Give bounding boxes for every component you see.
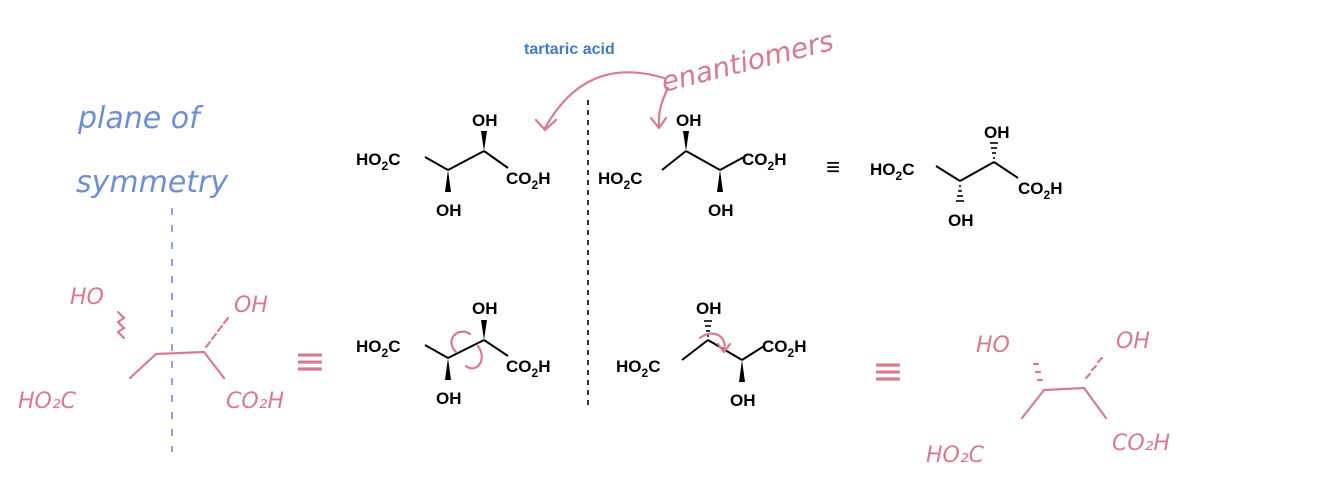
top-molecule-3: HO2C OH OH CO2H — [870, 123, 1062, 230]
hashed-bond — [1084, 356, 1104, 380]
equivalence-symbol: ≡ — [826, 154, 840, 181]
oh-label: OH — [436, 389, 462, 408]
hand-co2h-label: CO₂H — [226, 389, 284, 414]
oh-label: OH — [436, 201, 462, 220]
co2h-label: CO2H — [506, 357, 550, 380]
oh-label: OH — [730, 391, 756, 410]
ho2c-label: HO2C — [616, 357, 660, 380]
bottom-molecule-2: HO2C OH OH CO2H — [616, 299, 806, 410]
enantiomer-arrowhead-left — [534, 118, 558, 132]
ho2c-label: HO2C — [598, 169, 642, 192]
oh-label: OH — [984, 123, 1010, 142]
enantiomers-annotation: enantiomers — [658, 24, 837, 99]
hashed-bond — [204, 316, 230, 349]
rotation-arrow — [698, 332, 726, 352]
ho2c-label: HO2C — [870, 160, 914, 183]
enantiomer-arrowhead-right — [649, 116, 668, 130]
rotation-arrow — [464, 344, 483, 370]
bottom-molecule-1: HO2C OH OH CO2H — [356, 299, 550, 408]
oh-label: OH — [472, 299, 498, 318]
rotation-arrowhead — [716, 342, 732, 354]
hand-ho-label: HO — [976, 333, 1010, 358]
co2h-label: CO2H — [1018, 179, 1062, 202]
co2h-label: CO2H — [742, 150, 786, 173]
top-molecule-1: HO2C OH OH CO2H — [356, 111, 550, 220]
oh-label: OH — [948, 211, 974, 230]
hand-ho2c-label: HO₂C — [926, 443, 985, 468]
ho2c-label: HO2C — [356, 337, 400, 360]
top-molecule-2: HO2C OH OH CO2H — [598, 111, 786, 220]
hand-oh-label: OH — [1116, 329, 1150, 354]
wavy-bond — [116, 310, 126, 340]
hand-ho-label: HO — [70, 285, 104, 310]
hand-ho2c-label: HO₂C — [18, 389, 77, 414]
plane-annotation-line2: symmetry — [76, 165, 229, 200]
hand-co2h-label: CO₂H — [1112, 431, 1170, 456]
ho2c-label: HO2C — [356, 150, 400, 173]
enantiomer-arrow-left — [543, 71, 666, 130]
diagram-title: tartaric acid — [524, 41, 615, 58]
hand-oh-label: OH — [234, 293, 268, 318]
oh-label: OH — [708, 201, 734, 220]
hand-equivalence-right: ≡ — [872, 349, 904, 393]
co2h-label: CO2H — [762, 337, 806, 360]
oh-label: OH — [472, 111, 498, 130]
plane-annotation-line1: plane of — [77, 101, 204, 136]
oh-label: OH — [676, 111, 702, 130]
rotation-arrow — [450, 330, 472, 354]
handwritten-meso-right: HO OH HO₂C CO₂H — [926, 329, 1170, 468]
co2h-label: CO2H — [506, 169, 550, 192]
hashed-bond — [1032, 362, 1044, 382]
oh-label: OH — [696, 299, 722, 318]
enantiomer-arrow-right — [657, 86, 670, 128]
hand-equivalence-left: ≡ — [294, 339, 326, 383]
handwritten-meso-left: HO OH HO₂C CO₂H — [18, 285, 284, 414]
